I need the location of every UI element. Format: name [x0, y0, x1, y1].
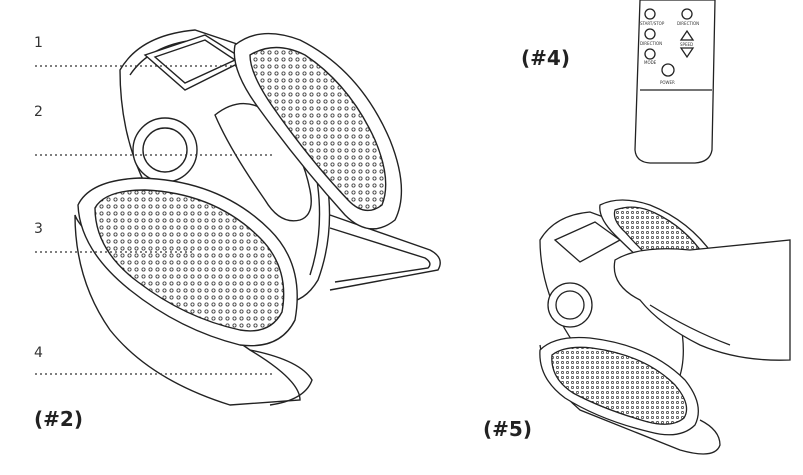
figure-label-4: (#4) — [521, 46, 570, 70]
callout-number-1: 1 — [34, 35, 43, 51]
remote-label-start-stop: START/STOP — [640, 21, 665, 26]
speed-up-icon — [679, 29, 695, 41]
figure-label-2: (#2) — [34, 407, 83, 431]
elliptical-in-use-drawing — [539, 199, 791, 455]
remote-label-power: POWER — [660, 80, 675, 85]
remote-label-speed: SPEED — [680, 42, 693, 47]
remote-start-stop-button — [644, 8, 656, 20]
speed-down-icon — [679, 47, 695, 59]
remote-power-button — [661, 63, 675, 77]
remote-label-mode: MODE — [644, 60, 657, 65]
remote-direction-button — [681, 8, 693, 20]
remote-label-direction-2: DIRECTION — [640, 41, 662, 46]
callout-number-4: 4 — [34, 345, 43, 361]
elliptical-main-drawing — [74, 29, 441, 406]
remote-mode-button — [644, 48, 656, 60]
remote-control-drawing — [634, 0, 716, 164]
figure-label-5: (#5) — [483, 417, 532, 441]
remote-direction2-button — [644, 28, 656, 40]
remote-label-direction: DIRECTION — [677, 21, 699, 26]
callout-leaders — [35, 65, 275, 375]
callout-number-2: 2 — [34, 104, 43, 120]
callout-number-3: 3 — [34, 221, 43, 237]
remote-button-labels: START/STOP DIRECTION DIRECTION SPEED MOD… — [640, 21, 699, 85]
